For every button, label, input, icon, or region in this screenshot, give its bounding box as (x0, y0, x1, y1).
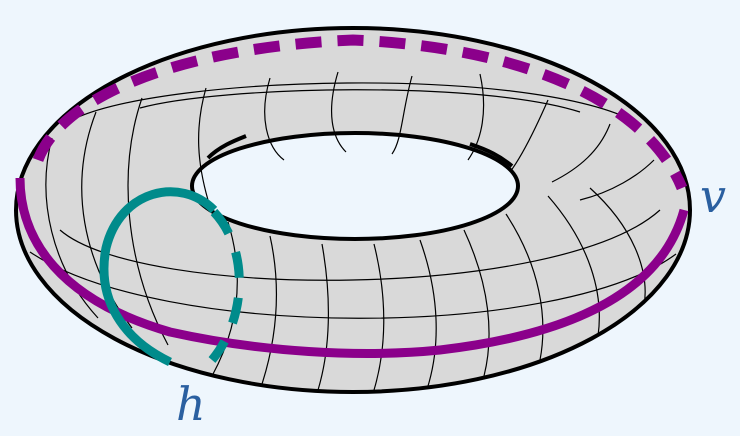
label-h: h (176, 377, 206, 431)
torus-hole-edge (189, 131, 521, 241)
longitude-curve-back (208, 208, 244, 363)
torus-hole-back-rim-left (206, 134, 247, 160)
meridian-curve-back (32, 34, 688, 191)
torus-outer-edge (14, 26, 692, 394)
torus-hole-back-rim-right (469, 142, 514, 168)
label-v: v (700, 169, 726, 223)
surface-grid (29, 71, 677, 391)
longitude-curve-front (99, 187, 218, 367)
torus-surface (16, 28, 690, 392)
meridian-curve-front (15, 177, 689, 358)
